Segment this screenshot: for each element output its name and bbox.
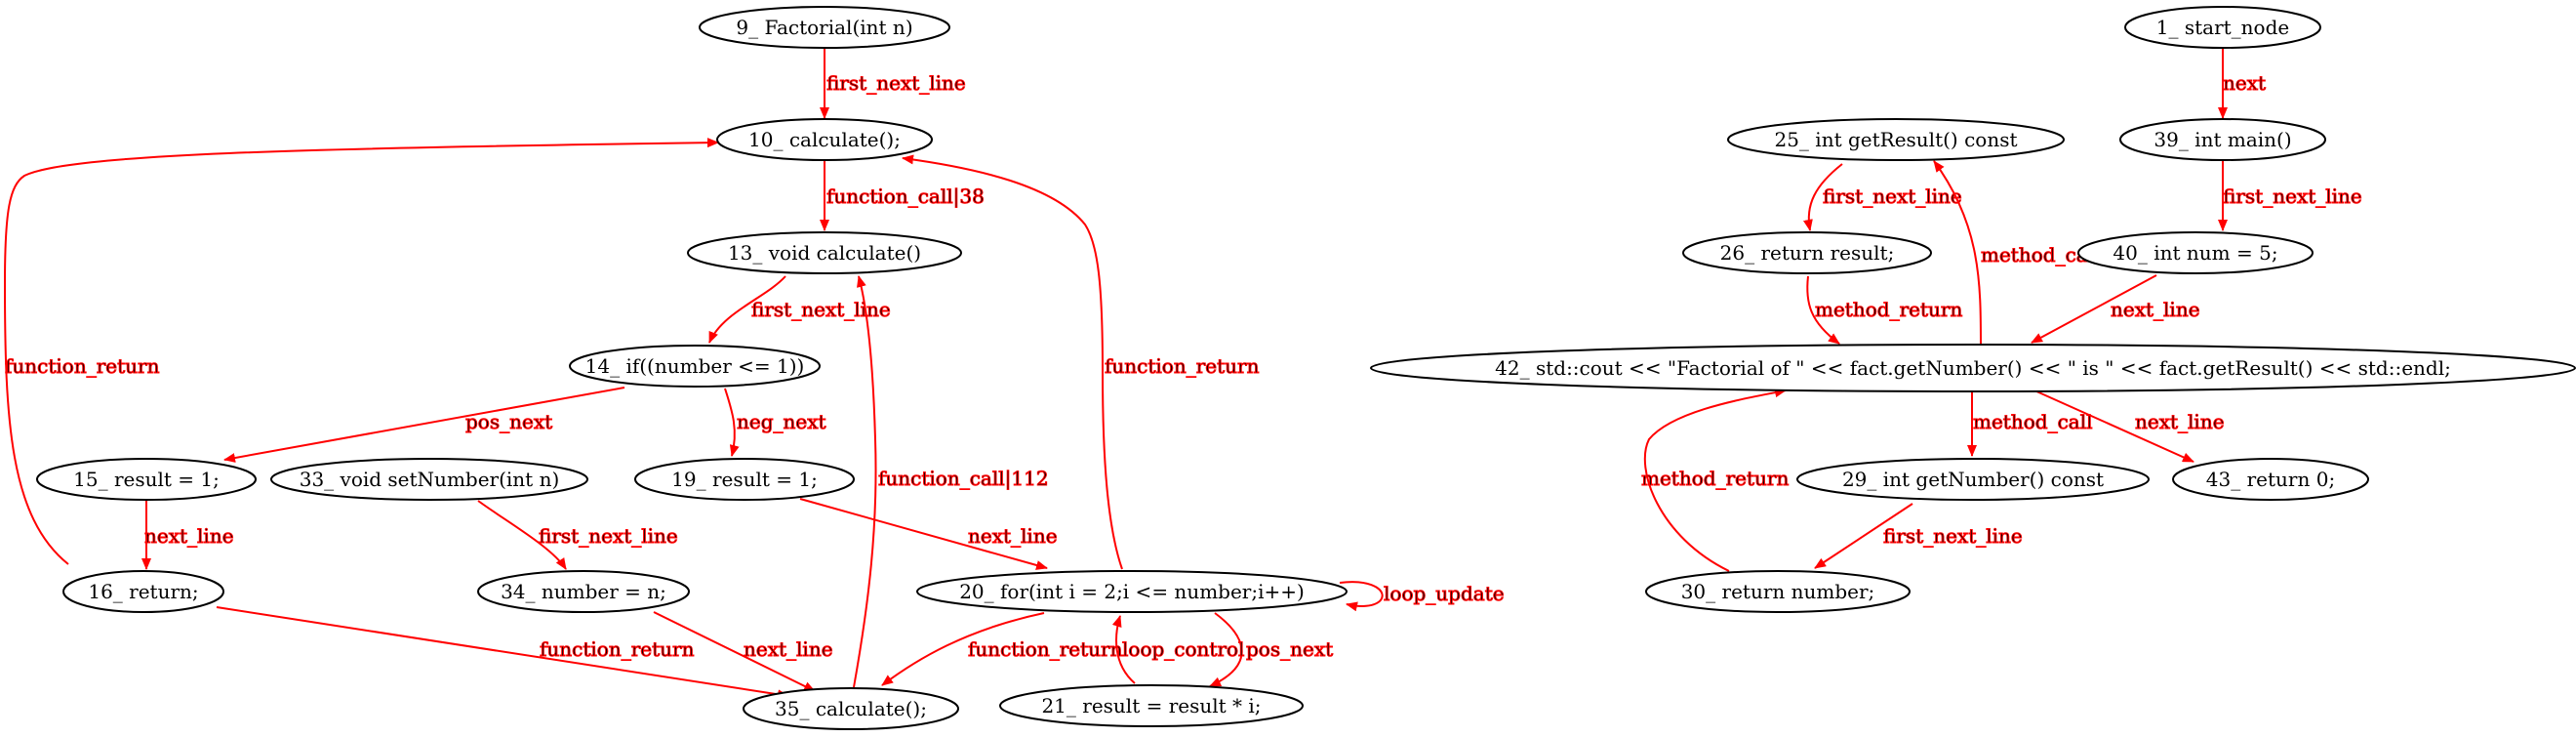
node-label: 1_ start_node	[2156, 16, 2289, 39]
node-label: 26_ return result;	[1720, 241, 1895, 265]
edge-label: pos_next	[465, 410, 552, 433]
edge-20-to-35: function_return	[881, 612, 1123, 686]
edge-42-to-29: method_call	[1967, 390, 2093, 457]
node-34-number-assign[interactable]: 34_ number = n;	[477, 570, 690, 613]
edge-19-to-20: next_line	[799, 498, 1058, 570]
edge-label: first_next_line	[826, 71, 966, 95]
node-15-result-assign[interactable]: 15_ result = 1;	[36, 458, 257, 501]
node-label: 10_ calculate();	[748, 128, 901, 151]
node-16-return[interactable]: 16_ return;	[62, 570, 224, 613]
edge-label: next	[2223, 71, 2266, 95]
edge-39-to-40: first_next_line	[2218, 159, 2362, 231]
edge-label: first_next_line	[1823, 184, 1962, 208]
edge-33-to-34: first_next_line	[477, 500, 678, 570]
node-label: 9_ Factorial(int n)	[736, 16, 912, 39]
edge-label: function_call|112	[878, 467, 1049, 491]
node-21-result-multiply[interactable]: 21_ result = result * i;	[999, 684, 1304, 727]
node-label: 34_ number = n;	[501, 580, 666, 603]
edge-20-to-10: function_return	[902, 154, 1260, 570]
edge-29-to-30: first_next_line	[1814, 503, 2023, 569]
node-25-get-result[interactable]: 25_ int getResult() const	[1727, 118, 2065, 161]
edge-label: loop_control	[1122, 637, 1244, 661]
edge-label: method_call	[1973, 410, 2092, 433]
node-10-calculate-call[interactable]: 10_ calculate();	[716, 118, 933, 161]
edge-label: function_return	[968, 637, 1123, 661]
edge-20-loop: loop_update	[1339, 581, 1505, 612]
node-label: 16_ return;	[88, 580, 198, 603]
edge-label: loop_update	[1384, 582, 1505, 605]
node-43-return-zero[interactable]: 43_ return 0;	[2172, 458, 2369, 501]
node-42-cout-statement[interactable]: 42_ std::cout << "Factorial of " << fact…	[1370, 344, 2576, 392]
edge-label: next_line	[2111, 298, 2200, 321]
edge-25-to-26: first_next_line	[1803, 163, 1962, 231]
edge-34-to-35: next_line	[653, 611, 833, 692]
node-label: 33_ void setNumber(int n)	[300, 468, 560, 491]
node-label: 40_ int num = 5;	[2113, 241, 2277, 265]
edge-1-to-39: next	[2218, 47, 2267, 119]
edge-10-to-13: function_call|38	[820, 159, 985, 231]
node-label: 14_ if((number <= 1))	[585, 354, 805, 378]
edge-label: pos_next	[1246, 637, 1333, 661]
node-20-for-loop[interactable]: 20_ for(int i = 2;i <= number;i++)	[916, 570, 1348, 613]
edge-label: function_return	[1105, 354, 1260, 378]
edge-label: method_return	[1641, 467, 1789, 490]
edge-35-to-13: function_call|112	[853, 275, 1049, 688]
edge-label: next_line	[968, 524, 1058, 548]
node-label: 42_ std::cout << "Factorial of " << fact…	[1495, 356, 2451, 380]
node-1-start-node[interactable]: 1_ start_node	[2124, 6, 2321, 49]
node-13-void-calculate[interactable]: 13_ void calculate()	[687, 231, 962, 274]
node-label: 21_ result = result * i;	[1041, 694, 1261, 717]
edge-13-to-14: first_next_line	[708, 275, 891, 344]
edge-label: neg_next	[737, 410, 826, 433]
node-label: 13_ void calculate()	[728, 241, 921, 265]
edge-label: next_line	[2135, 410, 2225, 433]
edge-16-to-10: function_return	[3, 138, 719, 565]
node-label: 25_ int getResult() const	[1774, 128, 2017, 151]
edge-label: method_return	[1815, 298, 1962, 321]
edge-label: next_line	[144, 524, 234, 548]
node-33-set-number[interactable]: 33_ void setNumber(int n)	[270, 458, 588, 501]
node-14-if-number[interactable]: 14_ if((number <= 1))	[569, 345, 821, 388]
edge-30-to-42: method_return	[1641, 388, 1790, 572]
edge-label: first_next_line	[539, 524, 678, 548]
node-40-num-assign[interactable]: 40_ int num = 5;	[2077, 231, 2314, 274]
node-39-main[interactable]: 39_ int main()	[2119, 118, 2326, 161]
edge-label: first_next_line	[1883, 524, 2023, 548]
edge-label: next_line	[744, 637, 833, 661]
edge-label: function_return	[540, 637, 695, 661]
edge-label: first_next_line	[751, 298, 891, 321]
node-label: 15_ result = 1;	[73, 468, 220, 491]
edge-20-to-21: pos_next	[1209, 612, 1334, 687]
edge-16-to-35: function_return	[216, 606, 789, 700]
edge-label: function_call|38	[826, 184, 985, 209]
node-26-return-result[interactable]: 26_ return result;	[1682, 231, 1932, 274]
node-label: 39_ int main()	[2153, 128, 2291, 151]
node-19-result-assign[interactable]: 19_ result = 1;	[634, 458, 855, 501]
node-label: 43_ return 0;	[2206, 468, 2335, 491]
edge-label: function_return	[5, 354, 160, 378]
node-35-calculate-call[interactable]: 35_ calculate();	[743, 687, 959, 730]
edge-14-to-19: neg_next	[724, 388, 826, 457]
edge-21-to-20: loop_control	[1111, 615, 1245, 684]
edge-15-to-16: next_line	[141, 501, 234, 570]
node-29-get-number[interactable]: 29_ int getNumber() const	[1796, 458, 2150, 501]
node-9-factorial[interactable]: 9_ Factorial(int n)	[699, 6, 950, 49]
node-30-return-number[interactable]: 30_ return number;	[1645, 570, 1911, 613]
edge-14-to-15: pos_next	[223, 387, 625, 463]
node-label: 30_ return number;	[1681, 580, 1875, 603]
edge-9-to-10: first_next_line	[820, 47, 966, 119]
node-label: 35_ calculate();	[775, 697, 927, 720]
edge-label: first_next_line	[2223, 184, 2362, 208]
node-label: 29_ int getNumber() const	[1842, 468, 2104, 491]
edge-42-to-43: next_line	[2033, 389, 2225, 463]
edge-26-to-42: method_return	[1806, 275, 1963, 345]
edge-40-to-42: next_line	[2031, 274, 2200, 344]
node-label: 19_ result = 1;	[671, 468, 818, 491]
node-label: 20_ for(int i = 2;i <= number;i++)	[959, 580, 1305, 603]
